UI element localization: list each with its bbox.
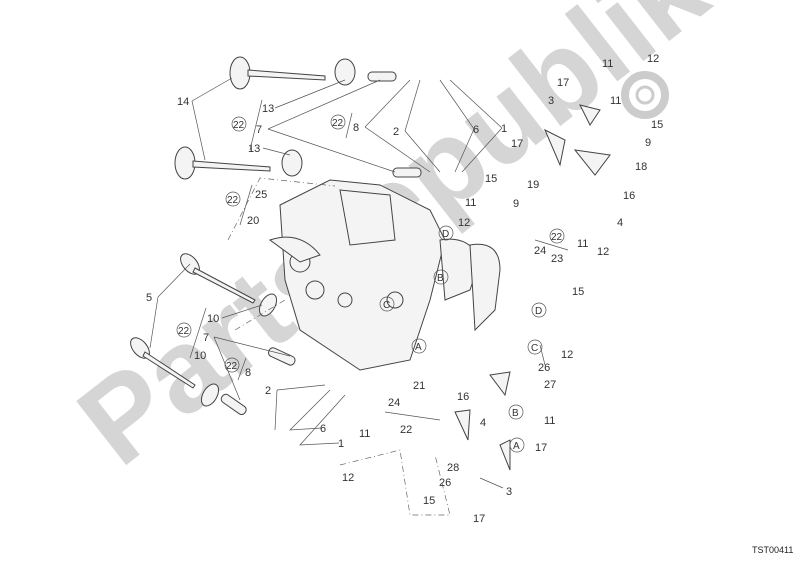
callout-label: 2 xyxy=(393,126,399,138)
callout-label: 24 xyxy=(534,245,546,257)
callout-label: 9 xyxy=(645,137,651,149)
callout-label: 11 xyxy=(602,58,613,70)
svg-text:D: D xyxy=(535,306,542,317)
callout-label: 12 xyxy=(647,53,659,65)
callout-label: 11 xyxy=(359,428,370,440)
torque-refs: 22 22 22 22 22 22 xyxy=(176,99,569,421)
callout-label: 27 xyxy=(544,379,556,391)
torque-ref-circle: 22 xyxy=(534,228,569,251)
callout-label: 12 xyxy=(458,217,470,229)
callout-label: 12 xyxy=(342,472,354,484)
gear-logo-icon xyxy=(621,71,669,119)
callout-label: 16 xyxy=(623,190,635,202)
callout-label: 6 xyxy=(473,124,479,136)
callout-label: 13 xyxy=(262,103,274,115)
ref-letter-b: B xyxy=(433,269,449,285)
callout-label: 15 xyxy=(423,495,435,507)
callout-label: 7 xyxy=(256,124,262,136)
callout-label: 11 xyxy=(610,95,621,107)
callout-label: 15 xyxy=(485,173,497,185)
callout-label: 3 xyxy=(506,486,512,498)
svg-text:D: D xyxy=(442,229,449,240)
callout-label: 23 xyxy=(551,253,563,265)
callout-label: 5 xyxy=(146,292,152,304)
callout-label: 26 xyxy=(538,362,550,374)
callout-label: 17 xyxy=(535,442,547,454)
ref-letter-c: C xyxy=(379,296,395,312)
ref-letter-d: D xyxy=(531,302,547,318)
callout-label: 3 xyxy=(548,95,554,107)
ref-letter-a: A xyxy=(411,338,427,354)
svg-text:A: A xyxy=(415,342,422,353)
callout-label: 16 xyxy=(457,391,469,403)
callout-label: 15 xyxy=(572,286,584,298)
ref-letter-d: D xyxy=(438,225,454,241)
callout-label: 6 xyxy=(320,423,326,435)
callout-label: 22 xyxy=(400,424,412,436)
callout-label: 11 xyxy=(577,238,588,250)
svg-text:C: C xyxy=(383,300,390,311)
diagram-code: TST00411 xyxy=(752,545,793,555)
callout-label: 24 xyxy=(388,397,400,409)
callout-label: 12 xyxy=(597,246,609,258)
leader-lines xyxy=(149,77,546,489)
callout-label: 26 xyxy=(439,477,451,489)
callout-label: 20 xyxy=(247,215,259,227)
callout-label: 7 xyxy=(203,332,209,344)
callout-label: 28 xyxy=(447,462,459,474)
callout-label: 4 xyxy=(617,217,623,229)
torque-ref-circle: 22 xyxy=(176,307,207,359)
svg-text:B: B xyxy=(437,273,444,284)
svg-text:22: 22 xyxy=(227,195,239,206)
callout-label: 17 xyxy=(557,77,569,89)
ref-letter-b: B xyxy=(508,404,524,420)
callout-label: 2 xyxy=(265,385,271,397)
callout-label: 8 xyxy=(353,122,359,134)
callout-label: 13 xyxy=(248,143,260,155)
svg-text:22: 22 xyxy=(332,118,344,129)
svg-text:22: 22 xyxy=(178,326,190,337)
torque-ref-circle: 22 xyxy=(225,184,253,226)
callout-label: 8 xyxy=(245,367,251,379)
svg-text:B: B xyxy=(512,408,519,419)
svg-text:C: C xyxy=(531,343,538,354)
assembly-refs: D B C A D C B A xyxy=(379,225,547,453)
callout-label: 11 xyxy=(465,197,476,209)
svg-text:A: A xyxy=(513,441,520,452)
callout-label: 11 xyxy=(544,415,555,427)
callout-label: 17 xyxy=(473,513,485,525)
svg-text:22: 22 xyxy=(551,232,563,243)
callout-label: 19 xyxy=(527,179,539,191)
callout-labels: 14 13 7 13 8 2 6 1 25 20 17 15 11 12 9 1… xyxy=(146,53,663,525)
callout-label: 17 xyxy=(511,138,523,150)
callout-label: 18 xyxy=(635,161,647,173)
callout-label: 10 xyxy=(194,350,206,362)
svg-text:22: 22 xyxy=(233,120,245,131)
ref-letter-a: A xyxy=(509,437,525,453)
callout-label: 9 xyxy=(513,198,519,210)
callout-label: 12 xyxy=(561,349,573,361)
callout-label: 1 xyxy=(338,438,344,450)
rocker-arms xyxy=(439,104,611,471)
cylinder-head xyxy=(268,179,446,371)
callout-label: 21 xyxy=(413,380,425,392)
callout-label: 15 xyxy=(651,119,663,131)
callout-label: 25 xyxy=(255,189,267,201)
callout-label: 14 xyxy=(177,96,189,108)
torque-ref-circle: 22 xyxy=(231,99,263,151)
svg-text:22: 22 xyxy=(226,361,238,372)
callout-label: 4 xyxy=(480,417,486,429)
ref-letter-c: C xyxy=(527,339,543,355)
callout-label: 10 xyxy=(207,313,219,325)
callout-label: 1 xyxy=(501,123,507,135)
torque-ref-circle: 22 xyxy=(330,112,353,139)
torque-ref-circle: 22 xyxy=(224,357,247,381)
